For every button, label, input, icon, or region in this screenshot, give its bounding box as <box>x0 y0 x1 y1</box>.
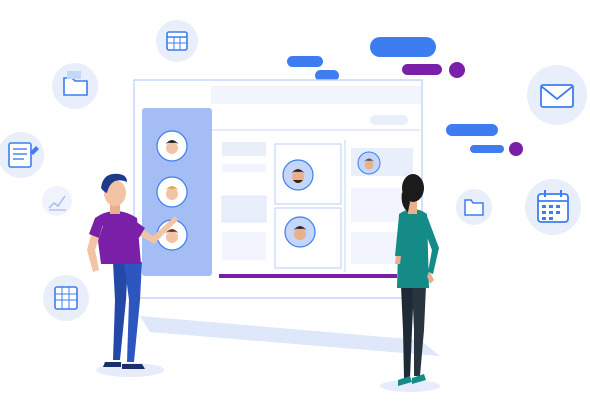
avatar <box>156 130 188 162</box>
avatar <box>156 176 188 208</box>
board-avatars <box>156 130 381 251</box>
envelope-icon <box>527 65 587 125</box>
folder-icon <box>456 189 492 225</box>
document-list-icon <box>0 132 44 178</box>
woman-presenting <box>395 174 439 386</box>
folder-icon <box>52 63 98 109</box>
calendar-grid-icon <box>156 20 198 62</box>
avatar <box>284 216 316 248</box>
avatar <box>282 159 314 191</box>
spreadsheet-icon <box>43 275 89 321</box>
chart-icon <box>42 186 72 216</box>
man-presenting <box>87 173 178 369</box>
avatar <box>357 151 381 175</box>
decorative-pills <box>287 37 523 156</box>
schedule-calendar-icon <box>525 179 581 235</box>
floor-shadows <box>96 316 440 392</box>
